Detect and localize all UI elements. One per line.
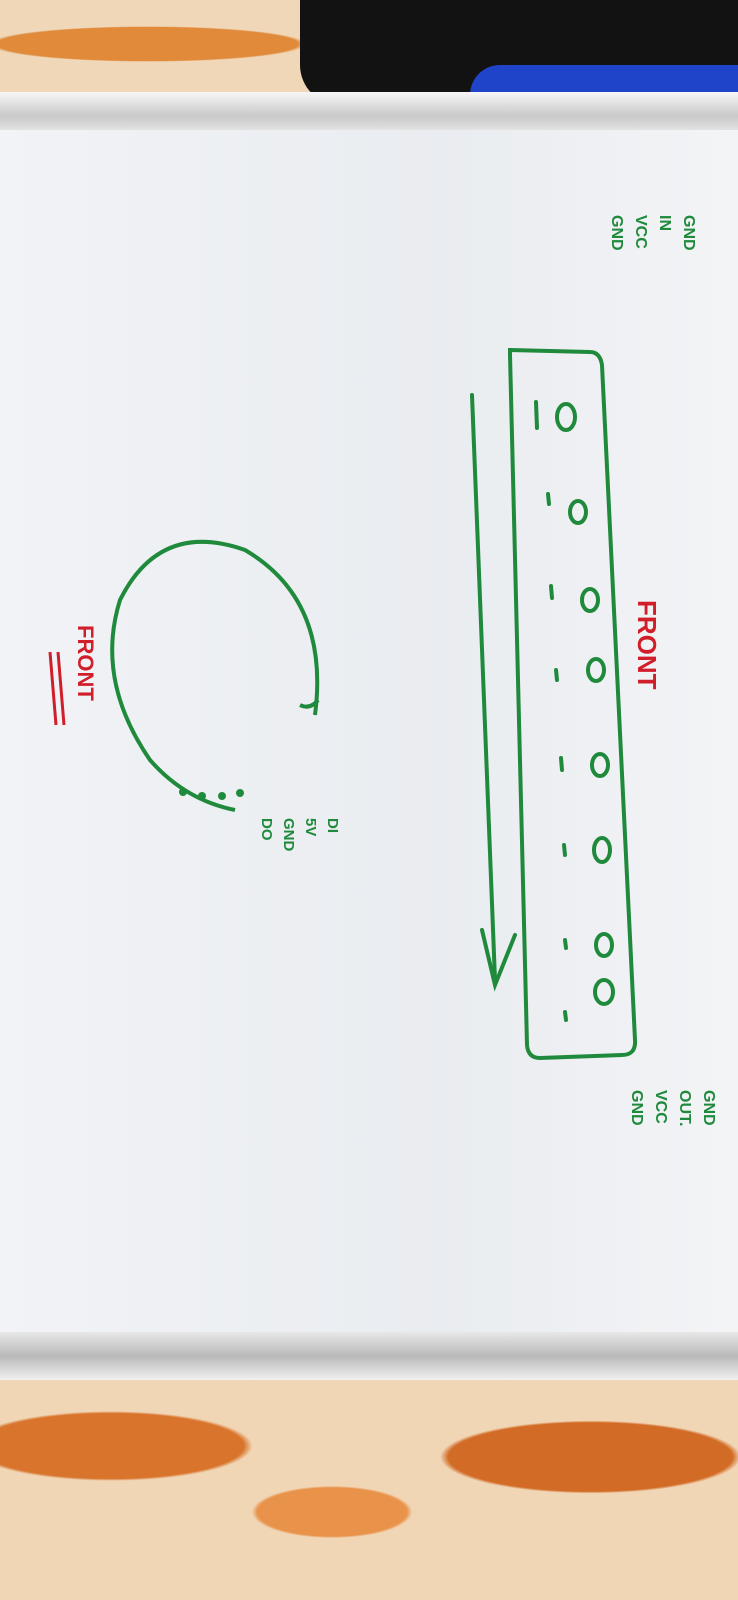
strip-right-label: GND xyxy=(628,1090,645,1126)
led-circle xyxy=(568,499,588,525)
led-circle xyxy=(555,402,577,432)
strip-front-label-group: FRONT xyxy=(632,600,662,690)
led-circle xyxy=(593,978,615,1006)
strip-left-label: VCC xyxy=(632,215,649,249)
strip-left-label: IN xyxy=(656,215,673,231)
led-circle xyxy=(592,836,612,864)
strip-left-label: GND xyxy=(680,215,697,251)
strip-front-label: FRONT xyxy=(632,600,662,690)
led-circle xyxy=(580,587,600,613)
circle-pin-label: GND xyxy=(280,818,297,852)
led-circle xyxy=(586,657,606,683)
round-module-outline xyxy=(110,539,320,812)
circle-pin-label: 5V xyxy=(302,818,319,836)
led-circle xyxy=(594,932,614,958)
strip-output-pin-labels: GND VCC OUT. GND xyxy=(628,1090,717,1126)
circle-pin-labels: DO GND 5V DI xyxy=(258,818,341,852)
whiteboard-frame-top xyxy=(0,92,738,132)
led-circles xyxy=(555,402,615,1006)
strip-right-label: OUT. xyxy=(676,1090,693,1126)
round-module-outline-gap xyxy=(299,698,320,709)
led-tick-marks xyxy=(534,400,568,1022)
whiteboard-frame-bottom xyxy=(0,1332,738,1380)
circle-front-label-group: FRONT xyxy=(73,625,98,701)
strip-left-label: GND xyxy=(608,215,625,251)
strip-right-label: GND xyxy=(700,1090,717,1126)
round-module-pins xyxy=(179,788,244,800)
circle-pin-label: DO xyxy=(258,818,275,841)
led-strip-outline xyxy=(508,347,638,1061)
fabric-background-bottom xyxy=(0,1380,738,1600)
led-circle xyxy=(590,752,610,778)
strip-right-label: VCC xyxy=(652,1090,669,1124)
circle-front-label: FRONT xyxy=(73,625,98,701)
strip-input-pin-labels: GND VCC IN GND xyxy=(608,215,697,251)
front-underline xyxy=(48,651,66,726)
circle-pin-label: DI xyxy=(324,818,341,833)
direction-arrow xyxy=(470,393,517,992)
whiteboard-surface xyxy=(0,130,738,1335)
